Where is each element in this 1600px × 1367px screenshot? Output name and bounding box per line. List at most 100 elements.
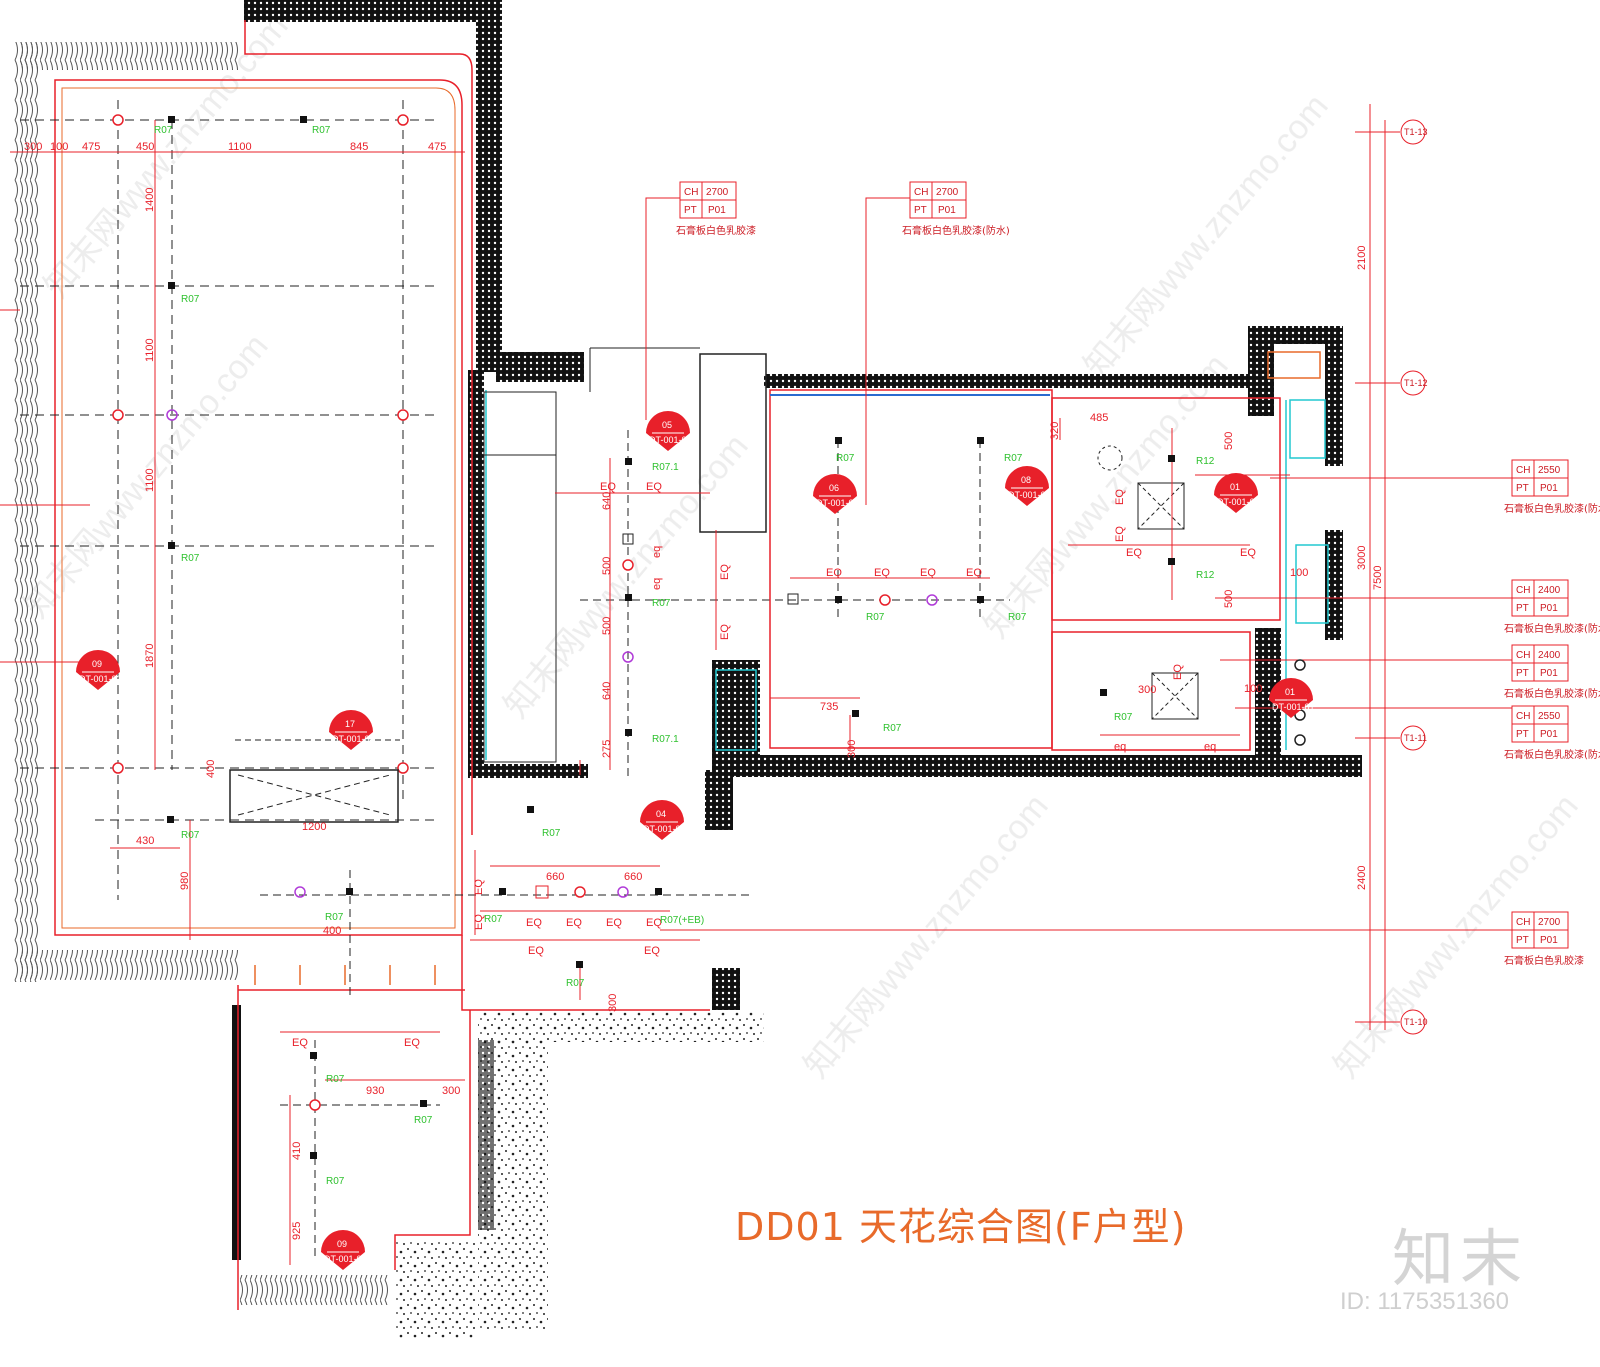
svg-text:P01: P01 — [708, 205, 726, 216]
svg-text:2700: 2700 — [1538, 917, 1561, 928]
fixture-tag: R07 — [883, 723, 902, 734]
dim-text: 1400 — [144, 188, 156, 212]
dim-text: 430 — [136, 835, 154, 847]
dim-text: 930 — [366, 1085, 384, 1097]
svg-text:2550: 2550 — [1538, 711, 1561, 722]
dim-text: EQ — [606, 917, 622, 929]
axis-label: T1-13 — [1404, 127, 1428, 137]
svg-text:石膏板白色乳胶漆(防水: 石膏板白色乳胶漆(防水 — [1504, 502, 1600, 515]
dim-text: EQ — [473, 879, 485, 895]
svg-text:石膏板白色乳胶漆: 石膏板白色乳胶漆 — [676, 224, 756, 237]
svg-text:DT-001-02: DT-001-02 — [816, 498, 859, 508]
dim-text: EQ — [1114, 526, 1126, 542]
dim-text: EQ — [404, 1037, 420, 1049]
svg-text:DT-001-01: DT-001-01 — [1272, 702, 1315, 712]
fixture-tag: R07.1 — [652, 734, 679, 745]
section-bubble: 09 DT-001-02 — [76, 650, 122, 690]
dim-text: EQ — [644, 945, 660, 957]
fixture-tag: R07 — [652, 598, 671, 609]
fixture-tag: R12 — [1196, 456, 1215, 467]
fixture-tag: R07 — [325, 912, 344, 923]
svg-text:石膏板白色乳胶漆(防水: 石膏板白色乳胶漆(防水 — [1504, 687, 1600, 700]
dim-text: 1870 — [144, 644, 156, 668]
svg-text:DT-001-02: DT-001-02 — [1008, 490, 1051, 500]
fixture-tag: R07 — [181, 553, 200, 564]
dim-text: 1200 — [302, 821, 326, 833]
fixture-tag: R07 — [566, 978, 585, 989]
dim-text: eq — [1114, 741, 1126, 753]
gravel-area — [478, 1012, 764, 1042]
dim-text: 660 — [546, 871, 564, 883]
dim-text: 660 — [624, 871, 642, 883]
dim-text: EQ — [1126, 547, 1142, 559]
right-dim: 7500 — [1372, 566, 1384, 590]
svg-text:DT-001-01: DT-001-01 — [643, 824, 686, 834]
svg-text:石膏板白色乳胶漆(防水): 石膏板白色乳胶漆(防水) — [902, 224, 1010, 237]
ceiling-tag: CH 2700 PT P01 石膏板白色乳胶漆 — [1504, 911, 1584, 967]
dim-text: 500 — [601, 617, 613, 635]
svg-text:CH: CH — [1516, 465, 1530, 476]
dim-text: 500 — [601, 557, 613, 575]
fixture-tag: R07 — [836, 453, 855, 464]
ceiling-tag: CH 2400 PT P01 石膏板白色乳胶漆(防水 — [1504, 644, 1600, 700]
dim-text: 300 — [846, 740, 858, 758]
fixture-tag: R07 — [181, 830, 200, 841]
svg-text:PT: PT — [1516, 668, 1529, 679]
curtain-band-bottom — [20, 950, 240, 980]
dim-text: 500 — [1223, 590, 1235, 608]
svg-text:2700: 2700 — [706, 187, 729, 198]
svg-text:2700: 2700 — [936, 187, 959, 198]
ceiling-tag: CH 2700 PT P01 石膏板白色乳胶漆(防水) — [902, 181, 1010, 237]
right-dim: 2100 — [1356, 246, 1368, 270]
dim-text: eq — [651, 546, 663, 558]
dining-zone — [254, 347, 1107, 1265]
right-dim: 2400 — [1356, 866, 1368, 890]
svg-text:P01: P01 — [1540, 668, 1558, 679]
dim-text: EQ — [292, 1037, 308, 1049]
dim-text: 100 — [50, 141, 68, 153]
svg-text:09: 09 — [337, 1239, 347, 1249]
svg-text:CH: CH — [1516, 585, 1530, 596]
section-bubble: 05 DT-001-01 — [646, 411, 692, 451]
svg-text:01: 01 — [1230, 482, 1240, 492]
svg-text:DT-001-01: DT-001-01 — [1217, 497, 1260, 507]
ceiling-tag: CH 2550 PT P01 石膏板白色乳胶漆(防水 — [1504, 459, 1600, 515]
window-unit — [1267, 351, 1321, 379]
dim-text: 485 — [1090, 412, 1108, 424]
dim-text: EQ — [1240, 547, 1256, 559]
dim-text: 1100 — [144, 338, 156, 362]
dim-text: 475 — [82, 141, 100, 153]
dim-text: 320 — [1049, 422, 1061, 440]
fixture-tag: R07 — [312, 125, 331, 136]
svg-text:09: 09 — [92, 659, 102, 669]
drawing-title: DD01 天花综合图(F户型) — [735, 1205, 1187, 1249]
dim-text: 300 — [1138, 684, 1156, 696]
dim-text: 845 — [350, 141, 368, 153]
svg-text:17: 17 — [345, 719, 355, 729]
dim-text: 410 — [291, 1142, 303, 1160]
dim-text: 735 — [820, 701, 838, 713]
svg-text:石膏板白色乳胶漆: 石膏板白色乳胶漆 — [1504, 954, 1584, 967]
svg-text:PT: PT — [914, 205, 927, 216]
fan-unit — [1151, 672, 1199, 720]
fixture-tag: R07 — [181, 294, 200, 305]
fixture-tag: R07 — [1008, 612, 1027, 623]
svg-text:08: 08 — [1021, 475, 1031, 485]
dim-text: EQ — [600, 481, 616, 493]
dim-text: 980 — [179, 872, 191, 890]
dim-text: 500 — [1223, 432, 1235, 450]
svg-text:石膏板白色乳胶漆(防水: 石膏板白色乳胶漆(防水 — [1504, 622, 1600, 635]
curtain-band-left — [14, 42, 38, 982]
gravel-area — [395, 1240, 475, 1340]
dim-text: EQ — [719, 624, 731, 640]
fixture-tag: R07.1 — [652, 462, 679, 473]
dim-text: 400 — [205, 760, 217, 778]
fixture-tag: R07 — [484, 914, 503, 925]
axis-system — [660, 104, 1520, 1035]
svg-text:石膏板白色乳胶漆(防水: 石膏板白色乳胶漆(防水 — [1504, 748, 1600, 761]
svg-text:CH: CH — [1516, 917, 1530, 928]
svg-text:DT-001-02: DT-001-02 — [79, 674, 122, 684]
fixture-tag: R07 — [326, 1176, 345, 1187]
ac-unit — [229, 769, 399, 823]
